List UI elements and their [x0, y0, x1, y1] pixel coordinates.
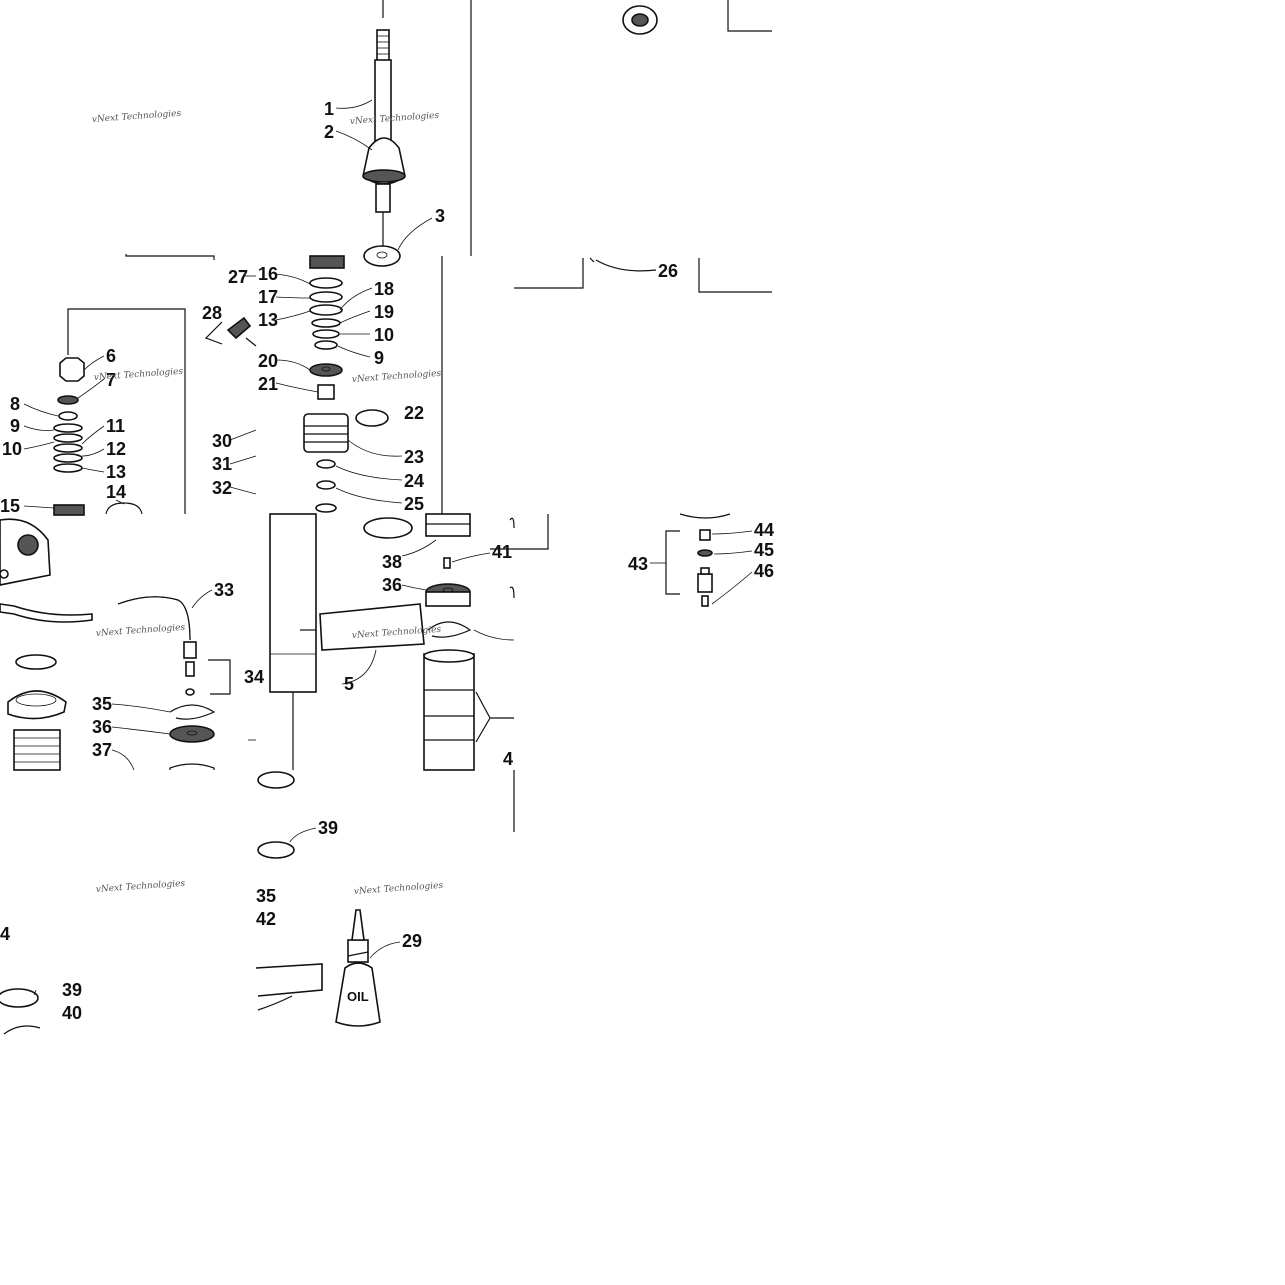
- hose-assembly: [117, 596, 231, 770]
- reservoir-column: [363, 513, 515, 771]
- callout-3: 3: [435, 206, 445, 226]
- watermark: vNext Technologies: [92, 109, 182, 125]
- callout-7: 7: [106, 370, 116, 390]
- callout-13-b: 13: [106, 462, 126, 482]
- callout-12: 12: [106, 439, 126, 459]
- callout-41: 41: [492, 542, 512, 562]
- callout-24: 24: [404, 471, 424, 491]
- callout-35-b: 35: [256, 886, 276, 906]
- callout-28: 28: [202, 303, 222, 323]
- callout-19: 19: [374, 302, 394, 322]
- callout-4-b: 4: [0, 924, 10, 944]
- callout-9-a: 9: [374, 348, 384, 368]
- callout-45: 45: [754, 540, 774, 560]
- callout-40: 40: [62, 1003, 82, 1023]
- callout-37: 37: [92, 740, 112, 760]
- left-nut-stack: [53, 357, 143, 516]
- callout-23: 23: [404, 447, 424, 467]
- callout-22: 22: [404, 403, 424, 423]
- callout-32: 32: [212, 478, 232, 498]
- callout-20: 20: [258, 351, 278, 371]
- callout-34: 34: [244, 667, 264, 687]
- callout-44: 44: [754, 520, 774, 540]
- watermark: vNext Technologies: [354, 881, 444, 897]
- valve-stack: [204, 255, 389, 513]
- callout-labels: 1 2 3 27 16 17 18 28 13 19 10 9 20 21 22…: [0, 99, 774, 1023]
- callout-33: 33: [214, 580, 234, 600]
- callout-39-b: 39: [62, 980, 82, 1000]
- callout-10-a: 10: [374, 325, 394, 345]
- body-tube: [257, 513, 425, 789]
- watermark: vNext Technologies: [352, 369, 442, 385]
- callout-4: 4: [503, 749, 513, 769]
- callout-14: 14: [106, 482, 126, 502]
- callout-42: 42: [256, 909, 276, 929]
- callout-39-a: 39: [318, 818, 338, 838]
- callout-46: 46: [754, 561, 774, 581]
- callout-16: 16: [258, 264, 278, 284]
- eyelet-body: [0, 518, 93, 771]
- callout-26: 26: [658, 261, 678, 281]
- callout-30: 30: [212, 431, 232, 451]
- callout-38: 38: [382, 552, 402, 572]
- callout-6: 6: [106, 346, 116, 366]
- callout-36-b: 36: [92, 717, 112, 737]
- oil-bottle-label: OIL: [347, 989, 369, 1004]
- callout-2: 2: [324, 122, 334, 142]
- callout-35-a: 35: [92, 694, 112, 714]
- valve-cluster: [665, 513, 731, 607]
- callout-13-a: 13: [258, 310, 278, 330]
- callout-17: 17: [258, 287, 278, 307]
- callout-31: 31: [212, 454, 232, 474]
- callout-11: 11: [106, 416, 125, 436]
- callout-25: 25: [404, 494, 424, 514]
- frame-lines: [67, 0, 772, 832]
- callout-43: 43: [628, 554, 648, 574]
- callout-10-b: 10: [2, 439, 22, 459]
- callout-21: 21: [258, 374, 278, 394]
- callout-15: 15: [0, 496, 20, 516]
- callout-5: 5: [344, 674, 354, 694]
- callout-29: 29: [402, 931, 422, 951]
- callout-27: 27: [228, 267, 248, 287]
- callout-18: 18: [374, 279, 394, 299]
- bottom-parts: [0, 841, 381, 1035]
- upper-right-parts: [589, 5, 658, 272]
- callout-9-b: 9: [10, 416, 20, 436]
- watermark: vNext Technologies: [96, 879, 186, 895]
- watermark: vNext Technologies: [350, 111, 440, 127]
- callout-1: 1: [324, 99, 334, 119]
- leader-lines: [23, 99, 753, 996]
- callout-8: 8: [10, 394, 20, 414]
- callout-36-a: 36: [382, 575, 402, 595]
- watermark: vNext Technologies: [96, 623, 186, 639]
- shaft-assembly: [362, 29, 406, 267]
